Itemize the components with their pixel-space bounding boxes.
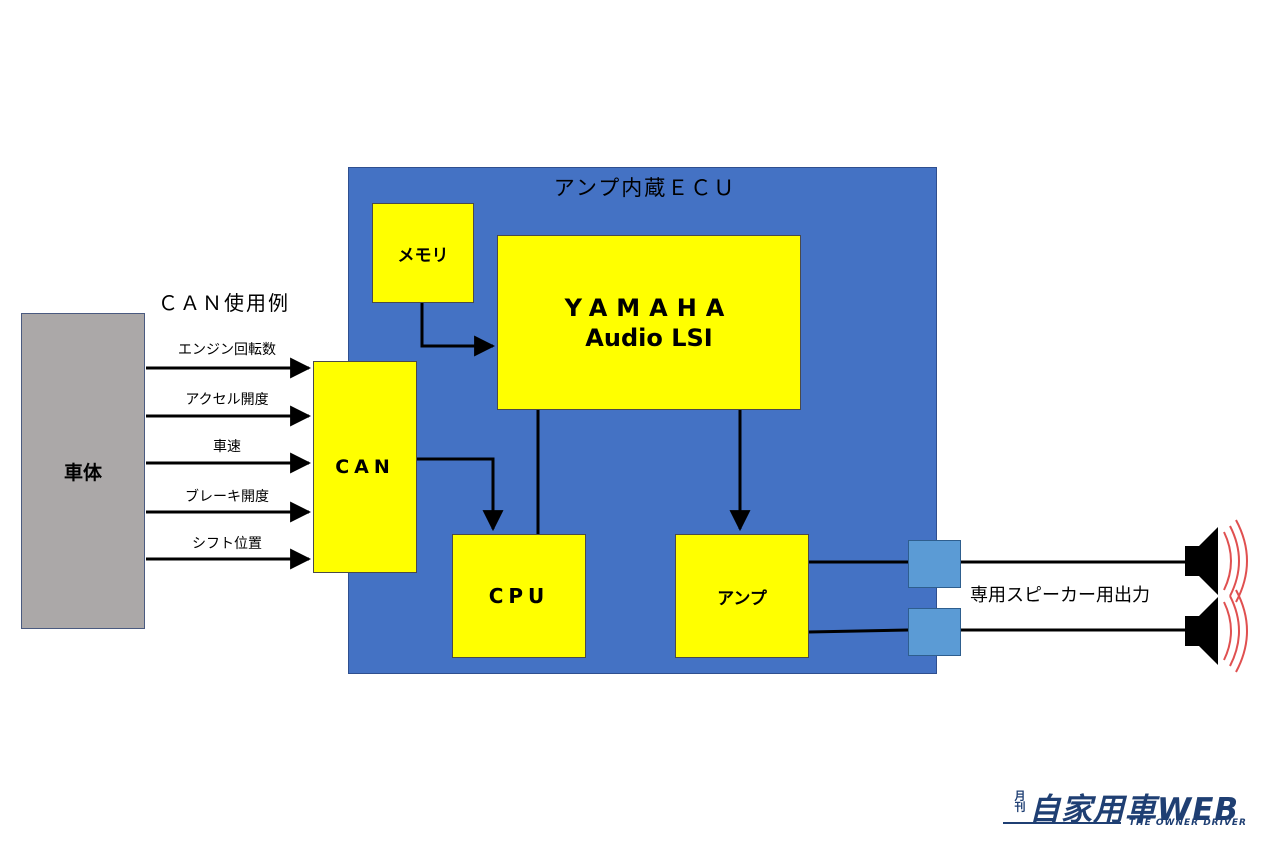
audio-lsi-block: YAMAHA Audio LSI (497, 235, 801, 410)
signal-label-engine-rpm: エンジン回転数 (178, 342, 276, 358)
lsi-label-line2: Audio LSI (585, 323, 713, 352)
signal-label-shift-position: シフト位置 (192, 536, 262, 552)
arrow-memory-to-lsi (420, 303, 496, 357)
link-amp-connector-lower (808, 628, 909, 634)
output-connector-lower (908, 608, 961, 656)
cpu-label: CPU (488, 584, 550, 608)
logo-title-web: WEB (1157, 792, 1239, 828)
vehicle-label: 車体 (63, 461, 102, 484)
signal-label-brake: ブレーキ開度 (185, 489, 269, 505)
lsi-label-line1: YAMAHA (564, 293, 734, 322)
arrow-can-to-cpu (417, 457, 504, 532)
amp-block: アンプ (675, 534, 809, 658)
memory-label: メモリ (397, 245, 449, 266)
can-label: CAN (335, 456, 395, 478)
ecu-title: アンプ内蔵ＥＣＵ (553, 176, 737, 200)
can-usage-title: ＣＡＮ使用例 (158, 291, 290, 315)
logo-tagline: THE OWNER DRIVER (1128, 818, 1247, 828)
vehicle-block: 車体 (21, 313, 145, 629)
logo-underline (1003, 822, 1121, 824)
brand-logo: 月刊 自家用車WEB THE OWNER DRIVER (1003, 788, 1251, 833)
signal-label-accelerator: アクセル開度 (185, 392, 269, 408)
speaker-lower-icon (1185, 589, 1248, 673)
can-block: CAN (313, 361, 417, 573)
output-connector-upper (908, 540, 961, 588)
speaker-upper-icon (1185, 519, 1248, 603)
speaker-output-label: 専用スピーカー用出力 (970, 585, 1150, 606)
amp-label: アンプ (717, 588, 767, 609)
cpu-block: CPU (452, 534, 586, 658)
logo-kanji: 月刊 (1013, 790, 1026, 812)
memory-block: メモリ (372, 203, 474, 303)
signal-label-vehicle-speed: 車速 (213, 439, 241, 455)
